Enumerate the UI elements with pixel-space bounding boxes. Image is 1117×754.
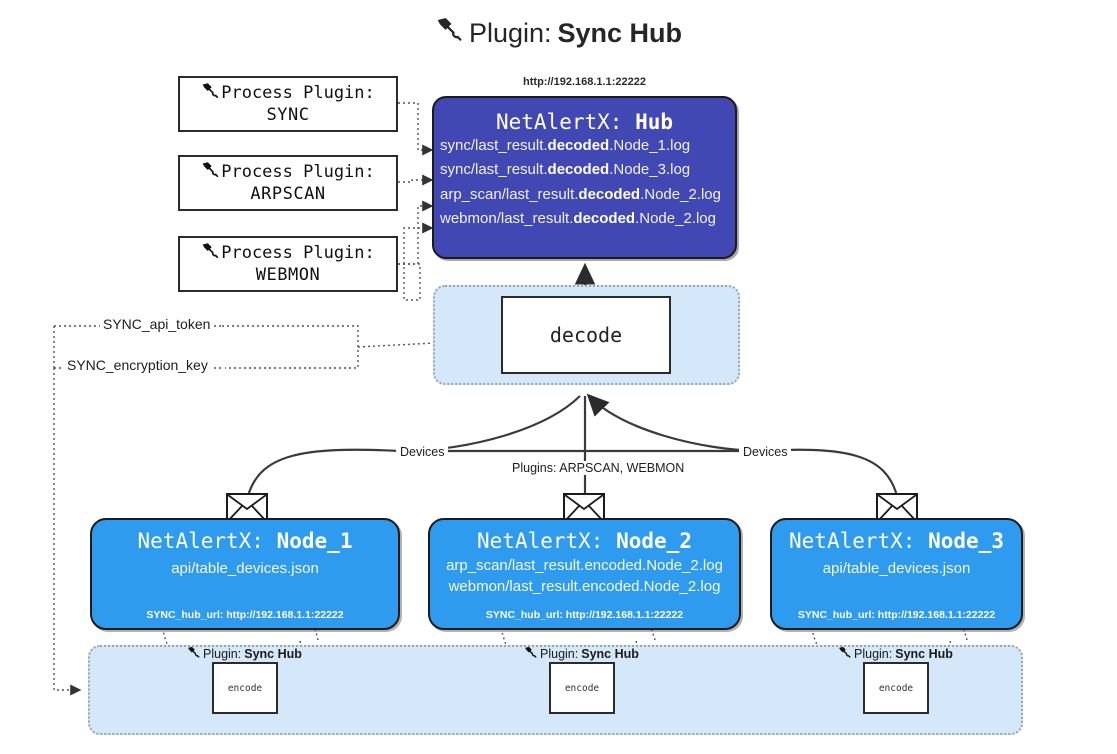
process-plugin-arpscan[interactable]: Process Plugin: ARPSCAN (178, 155, 398, 211)
process-plugin-label: Process Plugin: (221, 83, 375, 104)
node-footer: SYNC_hub_url: http://192.168.1.1:22222 (485, 609, 684, 621)
node-title: NetAlertX: Node_1 (137, 529, 353, 553)
hub-file-3: arp_scan/last_result.decoded.Node_2.log (440, 185, 721, 203)
plug-icon (435, 16, 463, 51)
node-title: NetAlertX: Node_2 (477, 529, 692, 553)
title-name: Sync Hub (557, 18, 683, 48)
node-file-line: api/table_devices.json (171, 560, 319, 577)
node-2[interactable]: NetAlertX: Node_2 arp_scan/last_result.e… (428, 518, 741, 630)
plug-icon (524, 646, 537, 662)
node-file-line: api/table_devices.json (822, 560, 971, 577)
process-plugin-label: Process Plugin: (221, 162, 375, 183)
plugin-label-2: Plugin:Sync Hub (524, 646, 639, 662)
node-file-line: arp_scan/last_result.encoded.Node_2.log (446, 557, 723, 574)
hub-url-label: http://192.168.1.1:22222 (523, 76, 646, 88)
plug-icon (201, 82, 219, 106)
node-file-line: webmon/last_result.encoded.Node_2.log (448, 578, 721, 595)
secret-api-token-label: SYNC_api_token (100, 316, 214, 332)
process-plugin-webmon[interactable]: Process Plugin: WEBMON (178, 236, 398, 292)
node-title: NetAlertX: Node_3 (789, 529, 1004, 553)
plugin-label-3: Plugin:Sync Hub (838, 646, 953, 662)
hub-file-1: sync/last_result.decoded.Node_1.log (440, 137, 691, 154)
edge-label-devices-left: Devices (396, 445, 449, 459)
plug-icon (187, 646, 200, 662)
hub-title-prefix: NetAlertX: (495, 110, 623, 134)
process-plugin-sync[interactable]: Process Plugin: SYNC (178, 76, 398, 132)
plugin-label-1: Plugin:Sync Hub (187, 646, 302, 662)
hub-file-4: webmon/last_result.decoded.Node_2.log (440, 209, 716, 227)
decode-box[interactable]: decode (501, 296, 671, 374)
node-3[interactable]: NetAlertX: Node_3 api/table_devices.json… (770, 518, 1023, 630)
plug-icon (838, 646, 851, 662)
hub-file-2: sync/last_result.decoded.Node_3.log (440, 161, 691, 179)
plug-icon (201, 242, 219, 266)
node-footer: SYNC_hub_url: http://192.168.1.1:22222 (146, 609, 344, 621)
edge-label-plugins: Plugins: ARPSCAN, WEBMON (508, 461, 689, 475)
edge-label-devices-right: Devices (739, 445, 792, 459)
encode-box-3[interactable]: encode (863, 662, 929, 714)
node-footer: SYNC_hub_url: http://192.168.1.1:22222 (797, 609, 996, 621)
hub-title-name: Hub (635, 110, 674, 134)
node-1[interactable]: NetAlertX: Node_1 api/table_devices.json… (90, 518, 400, 630)
secret-encryption-key-label: SYNC_encryption_key (64, 357, 211, 373)
hub-title: NetAlertX: Hub (434, 110, 735, 134)
encode-box-1[interactable]: encode (212, 662, 278, 714)
encode-box-2[interactable]: encode (549, 662, 615, 714)
page-title: Plugin: Sync Hub (0, 16, 1117, 51)
plug-icon (201, 161, 219, 185)
process-plugin-label: Process Plugin: (221, 243, 375, 264)
process-plugin-name: WEBMON (255, 265, 321, 285)
title-prefix: Plugin: (468, 18, 552, 48)
process-plugin-name: SYNC (266, 105, 310, 125)
process-plugin-name: ARPSCAN (250, 184, 326, 204)
hub-node[interactable]: NetAlertX: Hub sync/last_result.decoded.… (432, 96, 737, 259)
